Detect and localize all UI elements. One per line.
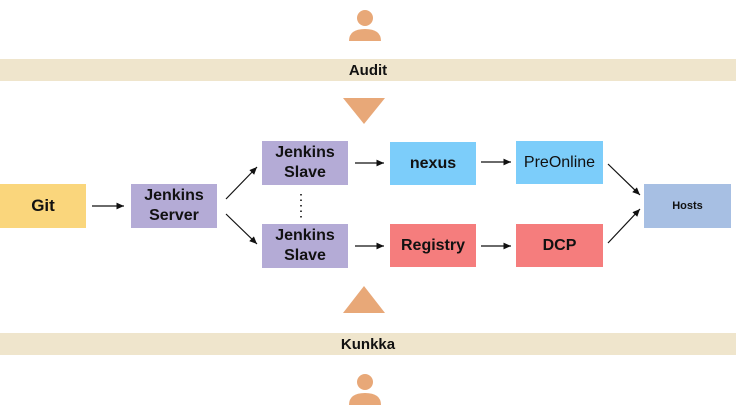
top-user-person-icon: [349, 10, 381, 41]
registry-node: Registry: [390, 224, 476, 267]
git-label: Git: [31, 196, 55, 215]
nexus-label: nexus: [409, 154, 457, 172]
preonline-label: PreOnline: [523, 153, 596, 171]
preonline-node: PreOnline: [516, 141, 603, 184]
kunkka-band: Kunkka: [0, 333, 736, 355]
hosts-node: Hosts: [644, 184, 731, 228]
triangle-down-icon: [343, 98, 385, 124]
jenkins-slave-top-label: Jenkins Slave: [275, 144, 335, 181]
audit-label: Audit: [348, 61, 388, 79]
kunkka-label: Kunkka: [340, 335, 396, 353]
jenkins-server-node: Jenkins Server: [131, 184, 217, 228]
hosts-label: Hosts: [672, 200, 703, 212]
git-node: Git: [0, 184, 86, 228]
dcp-label: DCP: [542, 236, 577, 254]
jenkins-slave-bottom-label: Jenkins Slave: [275, 227, 335, 264]
arrow-preonline-to-hosts: [607, 163, 641, 196]
jenkins-slave-top-node: Jenkins Slave: [262, 141, 348, 185]
bottom-user-person-icon: [349, 374, 381, 405]
jenkins-slave-bottom-node: Jenkins Slave: [262, 224, 348, 268]
triangle-up-icon: [343, 286, 385, 313]
arrow-dcp-to-hosts: [607, 208, 641, 244]
audit-band: Audit: [0, 59, 736, 81]
jenkins-server-label: Jenkins Server: [144, 187, 204, 224]
dcp-node: DCP: [516, 224, 603, 267]
nexus-node: nexus: [390, 142, 476, 185]
arrow-server-to-slave-bottom: [225, 213, 258, 245]
registry-label: Registry: [400, 236, 466, 254]
arrow-server-to-slave-top: [225, 166, 258, 200]
